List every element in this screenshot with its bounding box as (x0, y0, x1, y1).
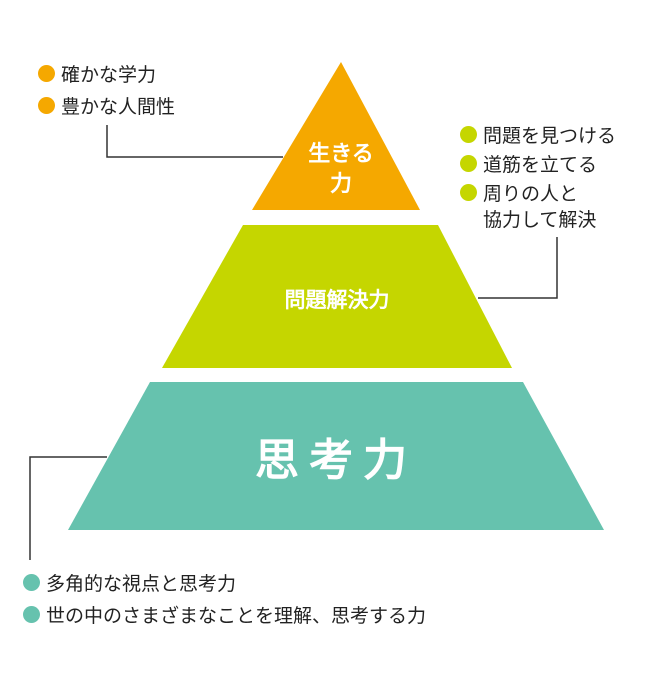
bullet-dot-icon (38, 97, 55, 114)
middle-note: 道筋を立てる (460, 150, 597, 177)
tier-top (252, 62, 420, 210)
note-text: 周りの人と (483, 183, 579, 205)
middle-note: 問題を見つける (460, 121, 616, 148)
tier-middle (162, 225, 512, 368)
connector-top (106, 125, 283, 158)
middle-note: 周りの人と (460, 179, 578, 206)
note-text: 問題を見つける (483, 125, 617, 147)
tier-bottom (68, 382, 604, 530)
bullet-dot-icon (23, 574, 40, 591)
top-note: 豊かな人間性 (38, 92, 175, 119)
note-text-continued: 協力して解決 (483, 209, 597, 231)
top-tier-label: 生きる力 (291, 140, 391, 200)
bottom-note: 多角的な視点と思考力 (23, 569, 236, 596)
bullet-dot-icon (460, 184, 477, 201)
top-label-line2: 力 (329, 172, 352, 197)
bullet-dot-icon (23, 606, 40, 623)
note-text: 世の中のさまざまなことを理解、思考する力 (46, 605, 427, 627)
connector-middle (478, 237, 558, 299)
bullet-dot-icon (460, 155, 477, 172)
note-text: 道筋を立てる (483, 154, 598, 176)
bottom-tier-label: 思考力 (255, 435, 417, 486)
note-text: 豊かな人間性 (61, 96, 176, 118)
note-text: 確かな学力 (61, 64, 157, 86)
bottom-note: 世の中のさまざまなことを理解、思考する力 (23, 601, 426, 628)
bullet-dot-icon (38, 65, 55, 82)
note-text: 多角的な視点と思考力 (46, 573, 237, 595)
top-label-line1: 生きる (308, 142, 374, 167)
bullet-dot-icon (460, 126, 477, 143)
connector-bottom (29, 456, 107, 560)
middle-tier-label: 問題解決力 (284, 288, 390, 312)
top-note: 確かな学力 (38, 60, 156, 87)
